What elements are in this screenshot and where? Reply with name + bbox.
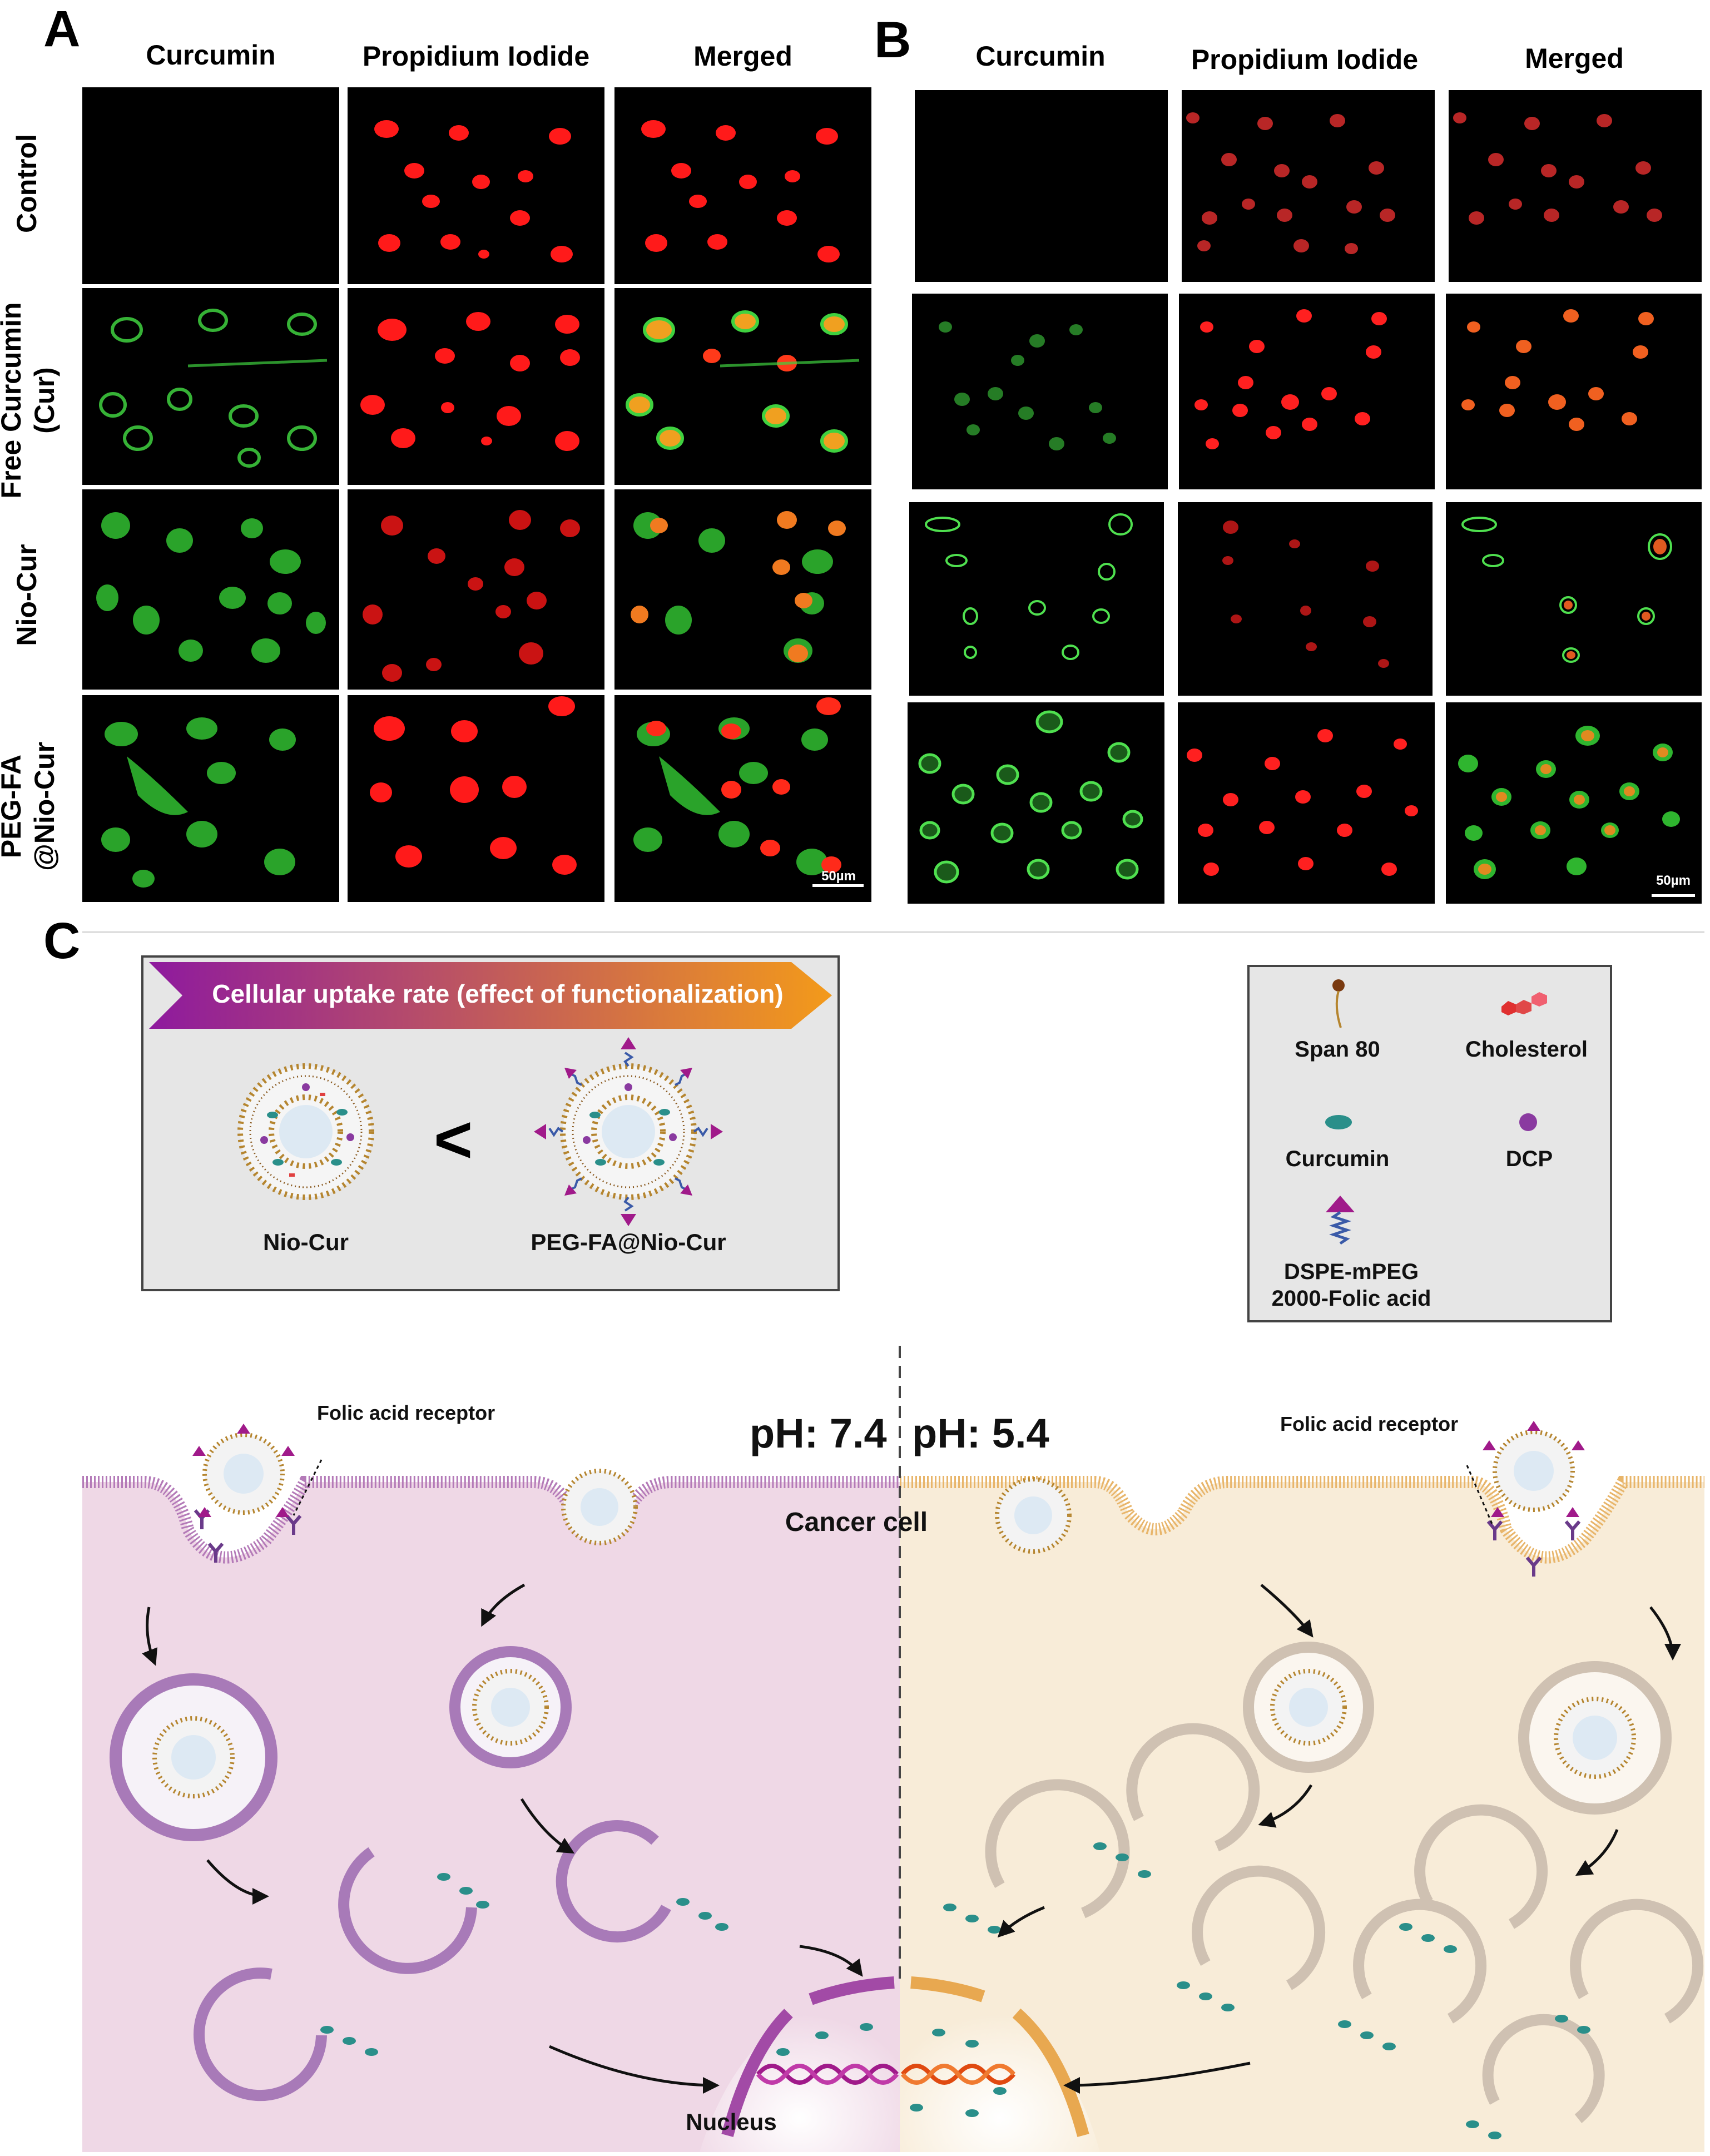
image-b-control-pi xyxy=(1182,90,1435,282)
ph-left-label: pH: 7.4 xyxy=(750,1410,887,1456)
dcp-icon xyxy=(1518,1112,1538,1132)
peg-fa-nio-cur-label: PEG-FA@Nio-Cur xyxy=(531,1229,726,1255)
uptake-arrow-banner xyxy=(149,962,832,1029)
cancer-cell-label: Cancer cell xyxy=(785,1508,928,1537)
image-b-nio-cur-pi xyxy=(1178,502,1433,696)
column-header-merged-a: Merged xyxy=(693,41,792,72)
image-b-control-curcumin xyxy=(915,90,1168,282)
image-a-peg-fa-pi xyxy=(348,695,604,902)
peg-fa-nio-cur-vesicle-diagram xyxy=(534,1037,723,1226)
row-header-nio-cur: Nio-Cur xyxy=(11,544,42,646)
legend-dspe-line2: 2000-Folic acid xyxy=(1271,1286,1431,1311)
image-b-free-cur-curcumin xyxy=(912,294,1168,489)
scale-bar-label-b: 50µm xyxy=(1656,873,1691,888)
legend-box xyxy=(1247,965,1612,1322)
row-header-peg-fa-line2: @Nio-Cur xyxy=(29,741,60,871)
legend-curcumin-label: Curcumin xyxy=(1285,1147,1390,1171)
image-b-peg-fa-curcumin xyxy=(908,702,1164,904)
folic-acid-receptor-label-right: Folic acid receptor xyxy=(1280,1412,1459,1435)
image-a-free-cur-curcumin xyxy=(82,288,339,485)
legend-cholesterol-label: Cholesterol xyxy=(1465,1037,1588,1062)
column-header-merged-b: Merged xyxy=(1525,43,1624,74)
image-a-nio-cur-curcumin xyxy=(82,489,339,690)
image-a-nio-cur-pi xyxy=(348,489,604,690)
nucleus-label: Nucleus xyxy=(686,2109,777,2135)
image-a-peg-fa-curcumin xyxy=(82,695,339,902)
row-header-peg-fa: PEG-FA @Nio-Cur xyxy=(0,701,61,912)
panel-c-top-rule xyxy=(82,931,1704,933)
folic-acid-receptor-label-left: Folic acid receptor xyxy=(317,1401,495,1424)
image-a-free-cur-merged xyxy=(614,288,871,485)
nio-cur-label: Nio-Cur xyxy=(263,1229,349,1255)
image-b-free-cur-pi xyxy=(1179,294,1435,489)
image-a-nio-cur-merged xyxy=(614,489,871,690)
legend-span80-label: Span 80 xyxy=(1295,1037,1380,1062)
column-header-curcumin-a: Curcumin xyxy=(146,39,276,71)
image-a-control-curcumin xyxy=(82,87,339,284)
panel-label-b: B xyxy=(874,12,911,68)
curcumin-icon xyxy=(1325,1114,1352,1131)
panel-label-c: C xyxy=(43,913,81,969)
legend-dcp-label: DCP xyxy=(1505,1147,1553,1171)
image-b-nio-cur-curcumin xyxy=(909,502,1164,696)
image-a-peg-fa-merged xyxy=(614,695,871,902)
image-a-free-cur-pi xyxy=(348,288,604,485)
legend-dspe-line1: DSPE-mPEG xyxy=(1283,1260,1419,1284)
image-b-peg-fa-merged xyxy=(1446,702,1702,904)
image-b-free-cur-merged xyxy=(1446,294,1702,489)
row-header-peg-fa-line1: PEG-FA xyxy=(0,754,27,859)
span80-icon xyxy=(1332,979,1345,1029)
image-a-control-merged xyxy=(614,87,871,284)
comparison-symbol: < xyxy=(433,1102,473,1177)
scale-bar-label-a: 50µm xyxy=(821,869,856,884)
column-header-curcumin-b: Curcumin xyxy=(975,41,1106,72)
row-header-free-curcumin: Free Curcumin (Cur) xyxy=(0,295,61,506)
image-b-nio-cur-merged xyxy=(1446,502,1702,696)
cholesterol-icon xyxy=(1496,984,1557,1018)
image-a-control-pi xyxy=(348,87,604,284)
nio-cur-vesicle-diagram xyxy=(234,1059,378,1204)
column-header-pi-a: Propidium Iodide xyxy=(362,41,590,72)
cancer-cell-scene xyxy=(82,1346,1704,2152)
row-header-free-curcumin-line2: (Cur) xyxy=(29,367,60,434)
dspe-peg-folic-acid-icon xyxy=(1324,1196,1357,1251)
column-header-pi-b: Propidium Iodide xyxy=(1191,44,1419,75)
row-header-control: Control xyxy=(11,134,42,233)
uptake-title: Cellular uptake rate (effect of function… xyxy=(212,979,784,1008)
image-b-control-merged xyxy=(1449,90,1702,282)
row-header-free-curcumin-line1: Free Curcumin xyxy=(0,302,27,499)
panel-label-a: A xyxy=(43,1,81,57)
ph-right-label: pH: 5.4 xyxy=(912,1410,1049,1456)
image-b-peg-fa-pi xyxy=(1178,702,1435,904)
